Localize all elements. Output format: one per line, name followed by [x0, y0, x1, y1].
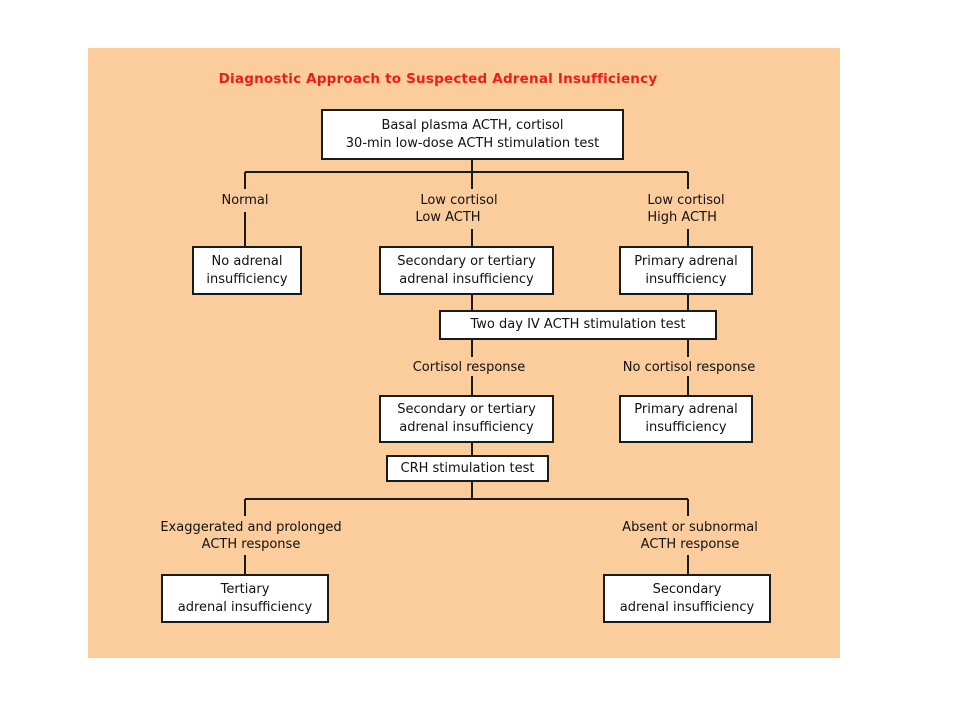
label-no-cortisol-response: No cortisol response [623, 359, 755, 376]
label-absent-subnormal: Absent or subnormal ACTH response [622, 519, 758, 553]
crh-stimulation-test-box: CRH stimulation test [386, 455, 549, 482]
box-line: insufficiency [645, 420, 727, 435]
label-line: ACTH response [640, 537, 740, 552]
box-line: Primary adrenal [634, 253, 738, 269]
label-exaggerated-prolonged: Exaggerated and prolonged ACTH response [160, 519, 341, 553]
secondary-adrenal-insufficiency-box: Secondary adrenal insufficiency [603, 574, 771, 623]
tertiary-adrenal-insufficiency-box: Tertiary adrenal insufficiency [161, 574, 329, 623]
box-line: adrenal insufficiency [399, 271, 534, 287]
label-line: No cortisol response [622, 360, 756, 375]
label-line: Cortisol response [412, 360, 526, 375]
label-low-cortisol-high-acth: Low cortisol High ACTH [647, 192, 724, 226]
label-normal: Normal [221, 192, 268, 209]
box-line: adrenal insufficiency [399, 420, 534, 435]
label-line: Exaggerated and prolonged [160, 520, 342, 535]
label-line: Normal [221, 193, 269, 208]
box-line: Secondary [652, 581, 722, 597]
label-line: ACTH response [201, 537, 301, 552]
box-line: adrenal insufficiency [619, 599, 755, 615]
primary-adrenal-box-2: Primary adrenal insufficiency [619, 395, 753, 443]
label-line: High ACTH [647, 210, 717, 225]
label-line: Low cortisol [420, 193, 498, 208]
label-line: Absent or subnormal [622, 520, 758, 535]
box-line: Secondary or tertiary [397, 402, 536, 417]
no-adrenal-insufficiency-box: No adrenal insufficiency [192, 246, 302, 295]
label-line: Low cortisol [647, 193, 725, 208]
box-line: insufficiency [206, 271, 288, 287]
two-day-acth-test-box: Two day IV ACTH stimulation test [439, 310, 717, 340]
box-line: No adrenal [211, 253, 283, 269]
secondary-tertiary-box-2: Secondary or tertiary adrenal insufficie… [379, 395, 554, 443]
label-cortisol-response: Cortisol response [413, 359, 526, 376]
box-line: Primary adrenal [634, 402, 738, 417]
box-line: Two day IV ACTH stimulation test [470, 317, 686, 332]
box-line: adrenal insufficiency [177, 599, 313, 615]
box-line: Tertiary [220, 581, 270, 597]
label-low-cortisol-low-acth: Low cortisol Low ACTH [415, 192, 498, 226]
diagram-title: Diagnostic Approach to Suspected Adrenal… [218, 71, 658, 87]
basal-test-box: Basal plasma ACTH, cortisol 30-min low-d… [321, 109, 624, 160]
secondary-tertiary-box-1: Secondary or tertiary adrenal insufficie… [379, 246, 554, 295]
box-line: 30-min low-dose ACTH stimulation test [345, 135, 600, 151]
label-line: Low ACTH [415, 210, 481, 225]
primary-adrenal-box-1: Primary adrenal insufficiency [619, 246, 753, 295]
box-line: Basal plasma ACTH, cortisol [381, 117, 564, 133]
box-line: CRH stimulation test [400, 460, 535, 476]
box-line: insufficiency [645, 271, 727, 287]
box-line: Secondary or tertiary [397, 253, 536, 269]
